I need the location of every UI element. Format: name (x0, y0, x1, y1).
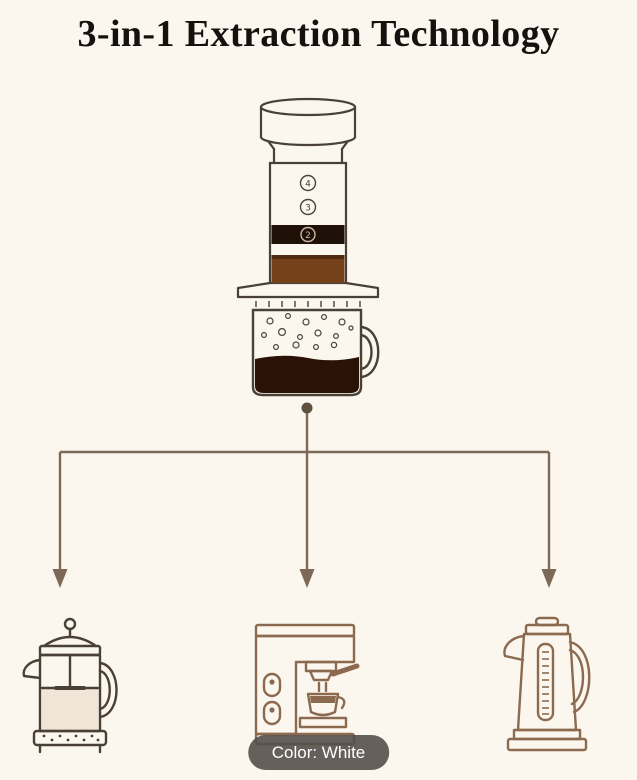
color-badge: Color: White (247, 735, 390, 770)
bubbles (260, 313, 354, 351)
marking-3: 3 (305, 204, 311, 214)
arrow-right (541, 569, 557, 588)
marking-4: 4 (305, 180, 311, 190)
espresso-machine-icon (254, 623, 360, 746)
arrow-left (52, 569, 68, 588)
coffee-slurry (271, 255, 345, 283)
drip-lines (255, 301, 361, 307)
chamber-markings: 4 3 (299, 174, 317, 216)
brew-chamber: 4 3 2 (268, 161, 348, 285)
page-title: 3-in-1 Extraction Technology (77, 13, 560, 55)
plunger (259, 97, 357, 165)
coffee-mug (251, 308, 380, 397)
filter-cap (236, 281, 380, 299)
branch-connector (52, 402, 557, 588)
electric-kettle-icon (503, 616, 591, 752)
french-press-icon (22, 617, 118, 754)
branch-dot (301, 402, 313, 414)
color-badge-label: Color: White (271, 743, 366, 762)
aeropress-illustration: 4 3 2 (236, 97, 380, 397)
brewed-coffee (255, 355, 359, 393)
plunger-seal (271, 225, 345, 244)
marking-2: 2 (305, 231, 311, 241)
arrow-middle (299, 569, 315, 588)
